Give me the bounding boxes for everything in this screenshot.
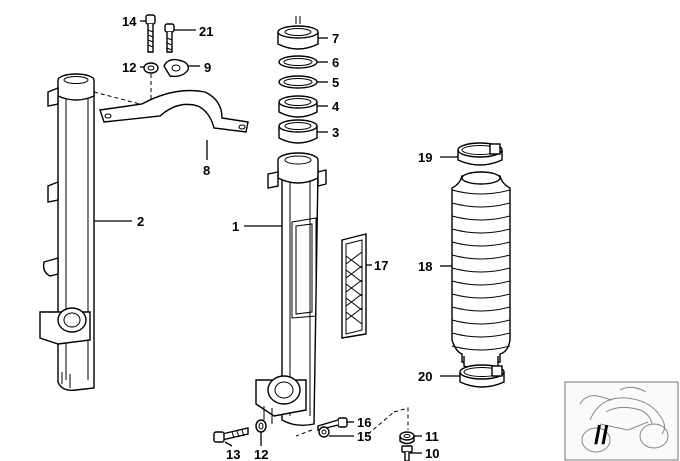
callout-3: 3 bbox=[332, 125, 339, 140]
callout-7: 7 bbox=[332, 31, 339, 46]
washer-11[interactable] bbox=[399, 431, 415, 445]
fork-brace-bracket[interactable] bbox=[93, 89, 249, 133]
boot-fold bbox=[451, 306, 511, 312]
callout-1: 1 bbox=[232, 219, 239, 234]
callout-15: 15 bbox=[357, 429, 371, 444]
hose-clamp-20[interactable] bbox=[459, 364, 505, 388]
right-fork-slider[interactable] bbox=[255, 152, 327, 427]
ring-6[interactable] bbox=[278, 55, 318, 69]
callout-labels: 14 21 12 9 8 2 1 7 6 5 4 3 17 19 18 20 1… bbox=[122, 14, 439, 461]
callout-8: 8 bbox=[203, 163, 210, 178]
bolt-14[interactable] bbox=[145, 14, 156, 53]
rubber-boot-18[interactable] bbox=[451, 171, 511, 370]
callout-5: 5 bbox=[332, 75, 339, 90]
boot-fold bbox=[451, 189, 511, 195]
boot-fold bbox=[451, 228, 511, 234]
fork-marker-icon: // bbox=[594, 420, 608, 450]
boot-fold bbox=[451, 254, 511, 260]
hose-clamp-19[interactable] bbox=[457, 142, 503, 166]
callout-20: 20 bbox=[418, 369, 432, 384]
boot-fold bbox=[451, 280, 511, 286]
boot-fold bbox=[451, 215, 511, 221]
callout-12-top: 12 bbox=[122, 60, 136, 75]
washer-15[interactable] bbox=[318, 426, 330, 438]
callout-19: 19 bbox=[418, 150, 432, 165]
boot-fold bbox=[451, 345, 511, 351]
boot-fold bbox=[451, 267, 511, 273]
callout-2: 2 bbox=[137, 214, 144, 229]
callout-6: 6 bbox=[332, 55, 339, 70]
boot-fold bbox=[451, 241, 511, 247]
bushing-4[interactable] bbox=[278, 95, 318, 118]
bushing-3[interactable] bbox=[278, 119, 318, 144]
callout-13: 13 bbox=[226, 447, 240, 461]
motorcycle-icon bbox=[579, 386, 669, 453]
bolt-13[interactable] bbox=[213, 427, 249, 443]
screw-10[interactable] bbox=[401, 445, 413, 461]
callout-9: 9 bbox=[204, 60, 211, 75]
callout-4: 4 bbox=[332, 99, 340, 114]
callout-10: 10 bbox=[425, 446, 439, 461]
clip-9[interactable] bbox=[163, 58, 189, 78]
boot-fold bbox=[451, 319, 511, 325]
ring-5[interactable] bbox=[278, 75, 318, 89]
left-fork-slider[interactable] bbox=[39, 73, 95, 392]
callout-18: 18 bbox=[418, 259, 432, 274]
callout-21: 21 bbox=[199, 24, 213, 39]
boot-fold bbox=[451, 202, 511, 208]
callout-14: 14 bbox=[122, 14, 137, 29]
leader-lines bbox=[94, 20, 460, 454]
seal-ring-7[interactable] bbox=[277, 16, 319, 50]
motorcycle-thumbnail[interactable]: // bbox=[564, 381, 679, 461]
boot-fold bbox=[451, 293, 511, 299]
bolt-21[interactable] bbox=[164, 23, 175, 53]
callout-16: 16 bbox=[357, 415, 371, 430]
washer-12-top[interactable] bbox=[143, 62, 159, 74]
boot-fold bbox=[451, 332, 511, 338]
callout-17: 17 bbox=[374, 258, 388, 273]
callout-12-bottom: 12 bbox=[254, 447, 268, 461]
callout-11: 11 bbox=[425, 429, 439, 444]
washer-12-bottom[interactable] bbox=[255, 419, 267, 433]
reflector-17[interactable] bbox=[341, 233, 367, 339]
